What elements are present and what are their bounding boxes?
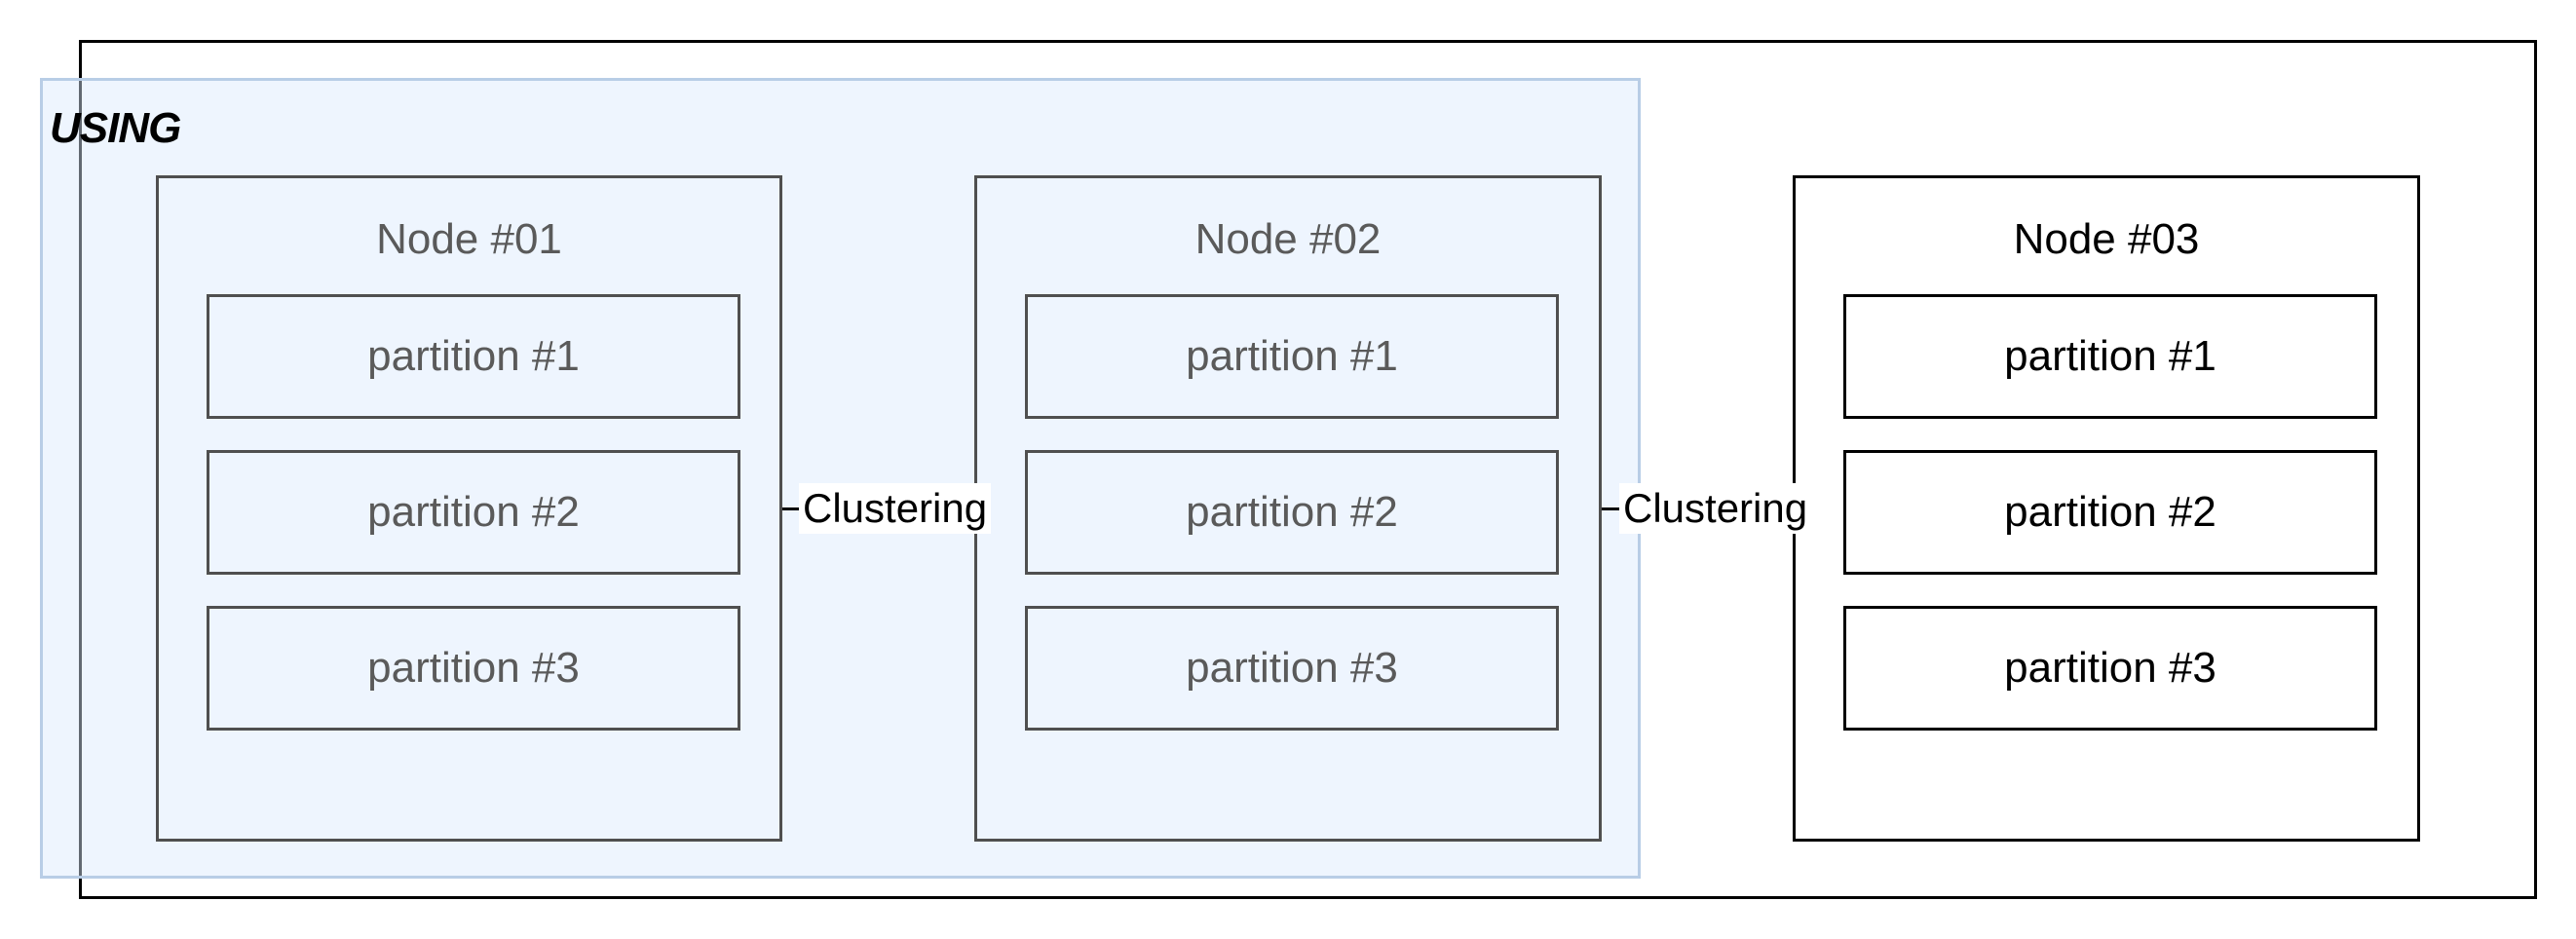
node-01[interactable]: Node #01 partition #1 partition #2 parti… (156, 175, 782, 842)
node-01-partition-3[interactable]: partition #3 (207, 606, 740, 731)
node-01-partition-2[interactable]: partition #2 (207, 450, 740, 575)
node-03-title: Node #03 (2013, 215, 2200, 263)
node-03[interactable]: Node #03 partition #1 partition #2 parti… (1793, 175, 2420, 842)
node-02[interactable]: Node #02 partition #1 partition #2 parti… (974, 175, 1602, 842)
node-02-partition-1[interactable]: partition #1 (1025, 294, 1559, 419)
outer-cluster-frame (79, 40, 2537, 899)
node-01-title: Node #01 (376, 215, 562, 263)
node-02-partition-2[interactable]: partition #2 (1025, 450, 1559, 575)
node-01-partition-1[interactable]: partition #1 (207, 294, 740, 419)
node-02-partition-3[interactable]: partition #3 (1025, 606, 1559, 731)
clustering-label-2: Clustering (1619, 483, 1812, 534)
node-03-partition-3[interactable]: partition #3 (1843, 606, 2377, 731)
using-region-label: USING (50, 104, 181, 152)
node-02-title: Node #02 (1194, 215, 1382, 263)
clustering-label-1: Clustering (799, 483, 992, 534)
using-region (40, 78, 1641, 879)
node-03-partition-1[interactable]: partition #1 (1843, 294, 2377, 419)
node-03-partition-2[interactable]: partition #2 (1843, 450, 2377, 575)
